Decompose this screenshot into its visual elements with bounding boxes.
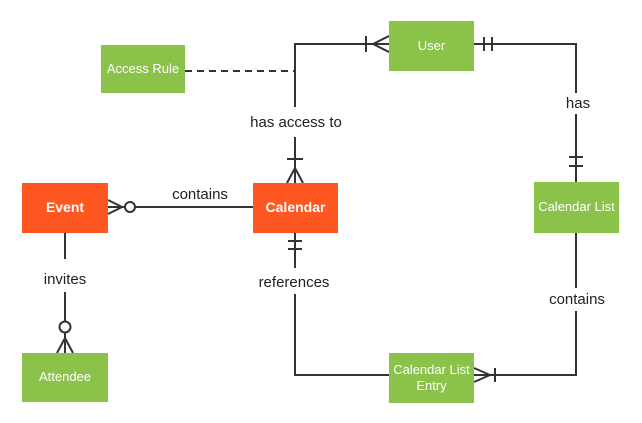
crows-foot-many-icon — [473, 367, 491, 383]
edge-references — [288, 233, 389, 376]
crows-foot-many-icon — [372, 35, 390, 53]
entity-event[interactable]: Event — [22, 183, 108, 233]
relationship-label-references: references — [258, 274, 330, 291]
entity-label: Access Rule — [106, 60, 180, 76]
edge-contains-event-calendar — [107, 199, 253, 215]
zero-circle-icon — [124, 201, 136, 213]
entity-user[interactable]: User — [389, 21, 474, 71]
entity-attendee[interactable]: Attendee — [22, 353, 108, 402]
exactly-one-bars-icon — [288, 240, 302, 250]
relationship-label-contains-list-entry: contains — [549, 291, 605, 308]
exactly-one-bars-icon — [569, 156, 583, 167]
entity-label: Calendar — [265, 199, 326, 216]
entity-label: User — [417, 37, 446, 53]
relationship-label-has-access-to: has access to — [250, 114, 342, 131]
relationship-label-contains-event-calendar: contains — [172, 186, 228, 203]
entity-access-rule[interactable]: Access Rule — [101, 45, 185, 93]
relationship-label-has: has — [565, 95, 591, 112]
crows-foot-many-icon — [107, 199, 123, 215]
entity-calendar-list[interactable]: Calendar List — [534, 182, 619, 233]
relationship-label-invites: invites — [43, 271, 87, 288]
crows-foot-many-icon — [286, 167, 304, 184]
entity-label: Attendee — [38, 369, 92, 385]
entity-calendar-list-entry[interactable]: Calendar List Entry — [389, 353, 474, 403]
crows-foot-many-icon — [56, 337, 74, 354]
edge-contains-list-entry — [473, 233, 577, 383]
exactly-one-bars-icon — [483, 37, 493, 51]
entity-label: Event — [45, 199, 85, 216]
edge-has-access-to — [286, 35, 390, 184]
entity-calendar[interactable]: Calendar — [253, 183, 338, 233]
edge-has — [474, 37, 583, 182]
entity-label: Calendar List Entry — [393, 361, 470, 393]
zero-circle-icon — [58, 320, 72, 334]
edge-invites — [56, 233, 74, 354]
entity-label: Calendar List — [538, 199, 615, 215]
